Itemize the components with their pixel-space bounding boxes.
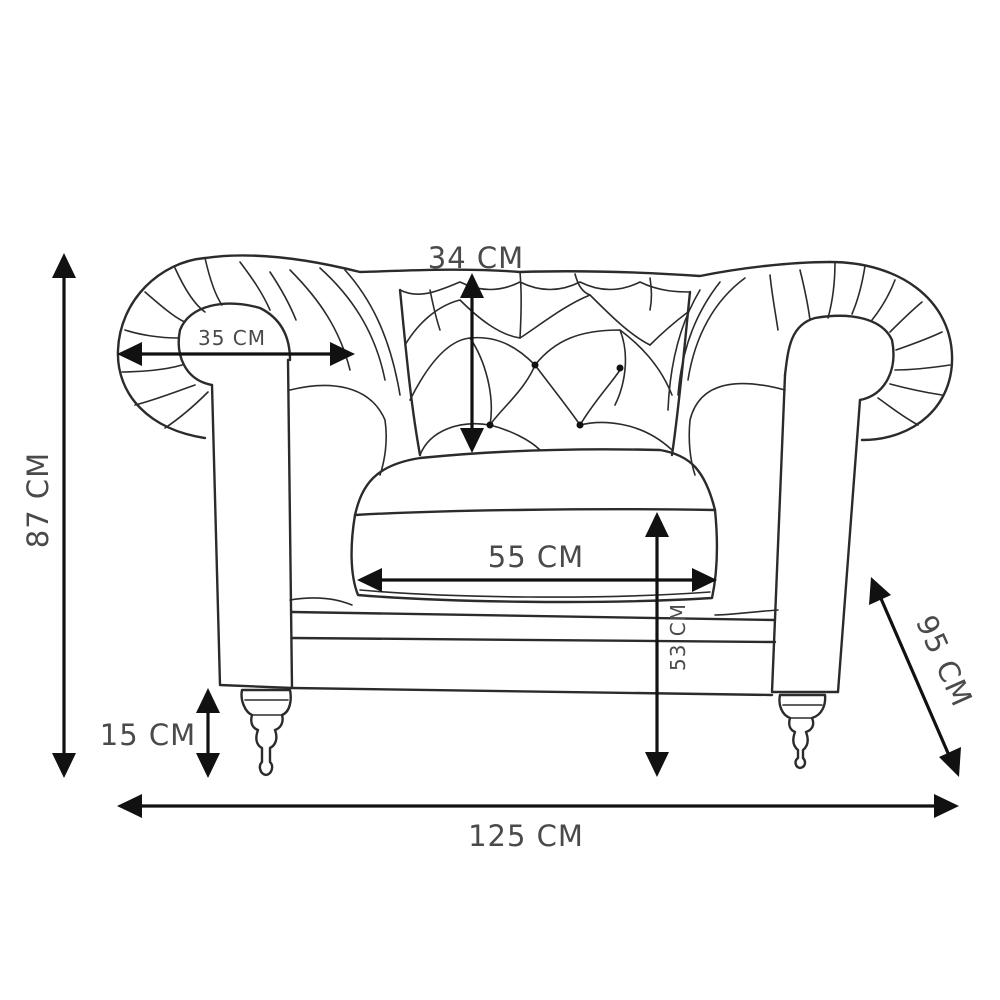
leg-height-dimension: 15 CM (100, 688, 220, 778)
armrest-width-label: 35 CM (198, 326, 266, 350)
seat-width-dimension: 55 CM (357, 540, 717, 592)
depth-dimension: 95 CM (869, 577, 979, 777)
seat-cushion (350, 448, 719, 604)
seat-height-label: 53 CM (666, 603, 690, 671)
right-armrest (667, 260, 954, 694)
total-height-dimension: 87 CM (21, 253, 76, 778)
total-width-label: 125 CM (468, 819, 584, 853)
seat-height-dimension: 53 CM (645, 512, 690, 777)
tufted-backrest (398, 271, 692, 457)
backrest-height-dimension: 34 CM (428, 241, 524, 453)
left-leg (240, 688, 292, 777)
seat-width-label: 55 CM (488, 540, 584, 574)
total-width-dimension: 125 CM (117, 794, 959, 853)
armrest-width-dimension: 35 CM (117, 326, 355, 366)
total-height-label: 87 CM (21, 452, 55, 548)
right-leg (778, 693, 827, 770)
backrest-height-label: 34 CM (428, 241, 524, 275)
armchair-illustration (116, 254, 954, 777)
depth-label: 95 CM (909, 610, 979, 712)
leg-height-label: 15 CM (100, 718, 196, 752)
left-armrest (116, 256, 401, 690)
